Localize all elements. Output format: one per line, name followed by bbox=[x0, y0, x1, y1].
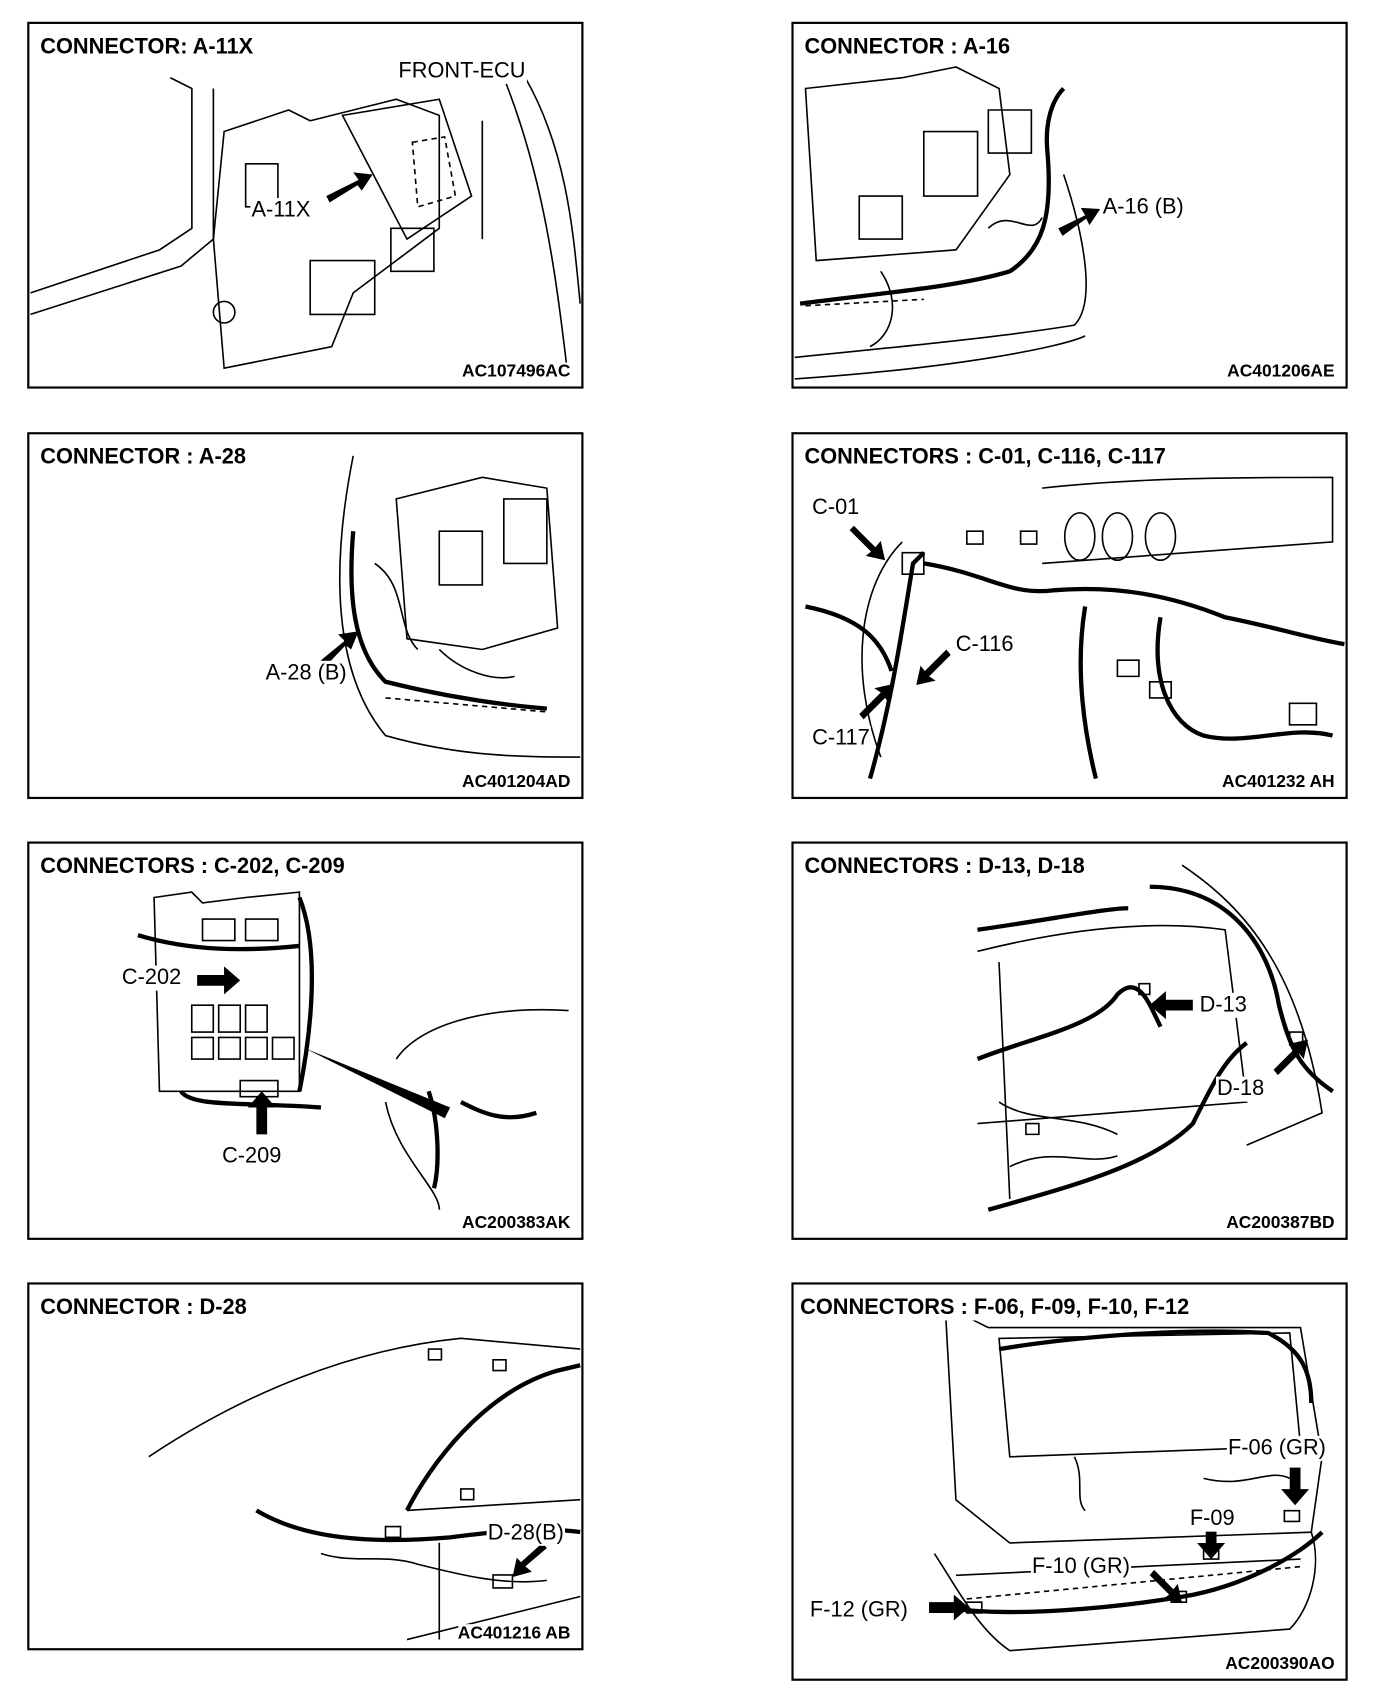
callout-label: C-01 bbox=[811, 495, 861, 521]
front-ecu-diagram bbox=[30, 77, 581, 380]
panel-c-01-c-116-c-117: CONNECTORS : C-01, C-116, C-117 C-01 C-1… bbox=[791, 432, 1348, 800]
arrow-icon bbox=[859, 683, 894, 720]
callout-label: A-16 (B) bbox=[1101, 194, 1185, 220]
engine-bay-diagram bbox=[794, 66, 1101, 380]
arrow-icon bbox=[512, 1542, 547, 1578]
callout-label: F-06 (GR) bbox=[1226, 1435, 1328, 1461]
panel-title: CONNECTOR : A-16 bbox=[804, 34, 1011, 60]
callout-label: C-202 bbox=[120, 965, 183, 991]
instrument-panel-diagram bbox=[805, 476, 1345, 780]
panel-c-202-c-209: CONNECTORS : C-202, C-209 C-202 C-209 AC… bbox=[27, 841, 584, 1240]
callout-label: C-116 bbox=[954, 632, 1015, 658]
panel-title: CONNECTORS : C-01, C-116, C-117 bbox=[804, 445, 1166, 471]
rear-door-diagram bbox=[148, 1337, 581, 1641]
arrow-icon bbox=[929, 1594, 969, 1621]
panel-title: CONNECTOR : D-28 bbox=[40, 1295, 247, 1321]
panel-d-13-d-18: CONNECTORS : D-13, D-18 D-13 D-18 AC2003… bbox=[791, 841, 1348, 1240]
rear-body-diagram bbox=[976, 864, 1334, 1212]
panel-a-16: CONNECTOR : A-16 A-16 (B) AC401206AE bbox=[791, 21, 1348, 389]
arrow-icon bbox=[849, 525, 886, 561]
callout-label: F-10 (GR) bbox=[1030, 1554, 1132, 1580]
panel-title: CONNECTOR : A-28 bbox=[40, 445, 246, 471]
panel-d-28: CONNECTOR : D-28 D-28(B) AC401216 AB bbox=[27, 1282, 584, 1651]
callout-label: F-12 (GR) bbox=[808, 1598, 909, 1624]
callout-label: D-18 bbox=[1215, 1076, 1266, 1102]
figure-code: AC200383AK bbox=[461, 1213, 571, 1234]
callout-label: F-09 bbox=[1188, 1506, 1236, 1532]
panel-title: CONNECTORS : F-06, F-09, F-10, F-12 bbox=[800, 1295, 1190, 1321]
figure-code: AC401204AD bbox=[461, 772, 571, 793]
figure-code: AC401232 AH bbox=[1221, 772, 1335, 793]
junction-block-diagram bbox=[137, 891, 569, 1210]
panel-title: CONNECTORS : D-13, D-18 bbox=[804, 854, 1085, 880]
figure-code: AC200390AO bbox=[1225, 1654, 1335, 1675]
arrow-icon bbox=[197, 966, 241, 995]
figure-code: AC200387BD bbox=[1226, 1213, 1335, 1234]
callout-label: FRONT-ECU bbox=[397, 58, 527, 84]
arrow-icon bbox=[326, 172, 373, 203]
figure-code: AC107496AC bbox=[461, 362, 571, 383]
callout-label: D-13 bbox=[1198, 992, 1248, 1018]
callout-label: D-28(B) bbox=[486, 1520, 566, 1546]
panel-f-06-f-09-f-10-f-12: CONNECTORS : F-06, F-09, F-10, F-12 F-06… bbox=[791, 1282, 1348, 1681]
arrow-icon bbox=[1281, 1467, 1310, 1506]
engine-bay-diagram bbox=[320, 455, 581, 758]
panel-title: CONNECTORS : C-202, C-209 bbox=[40, 854, 345, 880]
arrow-icon bbox=[916, 649, 951, 685]
figure-code: AC401206AE bbox=[1227, 362, 1335, 383]
arrow-icon bbox=[1149, 991, 1193, 1020]
arrow-icon bbox=[1058, 207, 1101, 236]
arrow-icon bbox=[1149, 1569, 1183, 1604]
arrow-icon bbox=[247, 1091, 276, 1135]
panel-a-28: CONNECTOR : A-28 A-28 (B) AC401204AD bbox=[27, 432, 584, 800]
callout-label: C-117 bbox=[811, 726, 871, 752]
callout-label: A-11X bbox=[250, 198, 312, 224]
figure-code: AC401216 AB bbox=[457, 1624, 571, 1644]
callout-label: C-209 bbox=[220, 1144, 283, 1170]
panel-title: CONNECTOR: A-11X bbox=[40, 34, 254, 60]
panel-a-11x: CONNECTOR: A-11X FRONT-ECU A-11X AC10749… bbox=[27, 21, 584, 389]
callout-label: A-28 (B) bbox=[264, 660, 348, 686]
arrow-icon bbox=[320, 631, 359, 667]
arrow-icon bbox=[1273, 1039, 1309, 1076]
